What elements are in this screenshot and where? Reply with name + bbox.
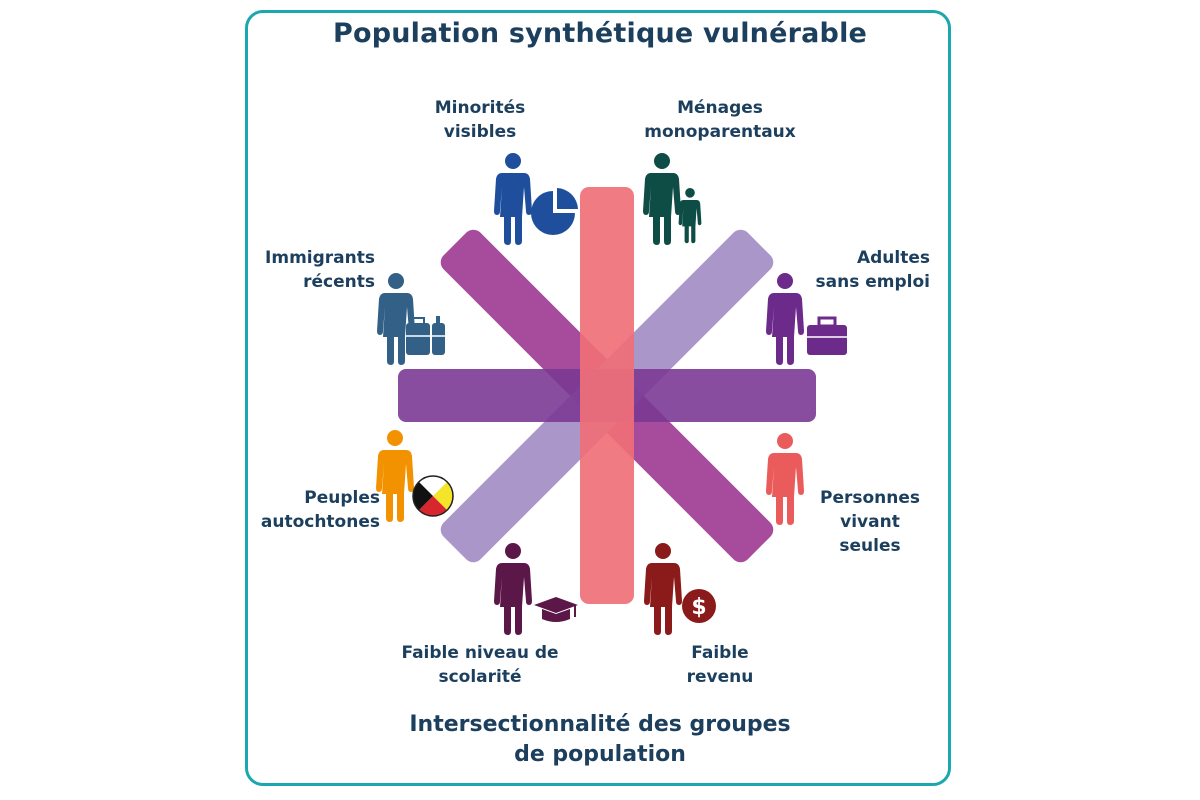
figure-low-education xyxy=(494,543,578,635)
label-visible-minorities: Minorités visibles xyxy=(434,98,526,142)
medicine-wheel-icon xyxy=(412,475,454,517)
label-indigenous-peoples: Peuples autochtones xyxy=(260,488,380,532)
figure-low-income: $ xyxy=(644,543,716,635)
luggage-icon xyxy=(406,316,445,355)
child-icon xyxy=(678,188,702,244)
label-unemployed-adults: Adultes sans emploi xyxy=(815,248,930,292)
figure-recent-immigrants xyxy=(377,273,445,365)
footer-caption: Intersectionnalité des groupes de popula… xyxy=(409,712,791,767)
label-living-alone: Personnes vivant seules xyxy=(819,488,921,556)
pie-chart-icon xyxy=(531,188,578,235)
dollar-symbol: $ xyxy=(691,595,706,620)
label-recent-immigrants: Immigrants récents xyxy=(265,248,375,292)
dollar-coin-icon: $ xyxy=(682,589,716,623)
briefcase-icon xyxy=(807,316,847,355)
figure-unemployed-adults xyxy=(766,273,847,365)
page-title: Population synthétique vulnérable xyxy=(332,18,868,49)
label-single-parent: Ménages monoparentaux xyxy=(644,98,796,142)
figure-visible-minorities xyxy=(494,153,578,245)
label-low-education: Faible niveau de scolarité xyxy=(401,643,559,687)
person-icon xyxy=(766,433,804,525)
figure-indigenous-peoples xyxy=(376,430,454,522)
bar-vertical xyxy=(580,187,634,604)
label-low-income: Faible revenu xyxy=(686,643,754,687)
graduation-cap-icon xyxy=(534,597,578,622)
figure-living-alone xyxy=(766,433,804,525)
infographic-frame xyxy=(245,10,951,786)
figure-single-parent xyxy=(643,153,702,245)
